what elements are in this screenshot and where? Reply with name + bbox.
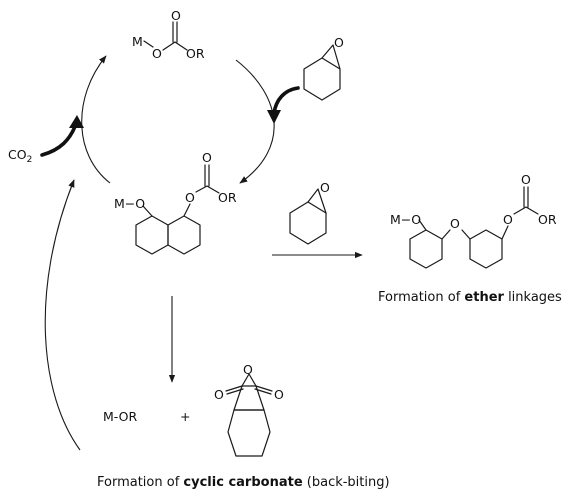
co2-insertion-arrow [40,122,78,157]
epoxide-insertion-arrow [272,86,300,115]
co2-subscript: 2 [27,155,33,165]
r-group-label: OR [186,46,205,61]
ester-oxygen-label: O [152,46,162,61]
cyclic-carbonate-product: O O O [214,362,284,457]
cyclic-carbonyl-oxygen-left-label: O [214,387,224,402]
regeneration-arrow [44,179,81,451]
co2-reagent: CO2 [8,147,32,165]
co2-label: CO [8,147,27,162]
svg-text:CO2: CO2 [8,147,32,165]
metal-label: M [132,34,143,49]
metal-carbonate-species: M O O OR [132,8,205,61]
intermediate-metal-oxygen-label: M−O [114,196,145,211]
epoxide-reagent-top: O [303,35,344,101]
cycle-arrow-right [235,59,275,184]
epoxide-oxygen-label: O [334,35,344,50]
ether-oxygen-label: O [450,216,460,231]
metal-alkoxide-label: M-OR [103,409,137,424]
middle-epoxide-oxygen-label: O [320,180,330,195]
intermediate-carbonyl-oxygen-label: O [202,150,212,165]
intermediate-oxygen-label: O [185,190,195,205]
cyclic-carbonate-caption: Formation of cyclic carbonate (back-biti… [97,475,390,490]
cycle-arrow-left [81,55,111,184]
epoxide-reagent-middle: O [289,180,330,245]
product-r-group-label: OR [538,212,557,227]
intermediate-r-group-label: OR [218,190,237,205]
cyclic-ring-oxygen-label: O [243,362,253,377]
ether-caption: Formation of ether linkages [378,290,562,305]
cyclic-carbonyl-oxygen-right-label: O [274,387,284,402]
ring-opened-intermediate: M−O O O OR [114,150,237,255]
plus-sign: + [180,409,190,424]
product-carbonyl-oxygen-label: O [521,172,531,187]
ether-linkage-product: M−O O O O OR [390,172,557,269]
product-ester-oxygen-label: O [503,212,513,227]
carbonyl-oxygen-label: O [171,8,181,23]
product-metal-oxygen-label: M−O [390,212,421,227]
